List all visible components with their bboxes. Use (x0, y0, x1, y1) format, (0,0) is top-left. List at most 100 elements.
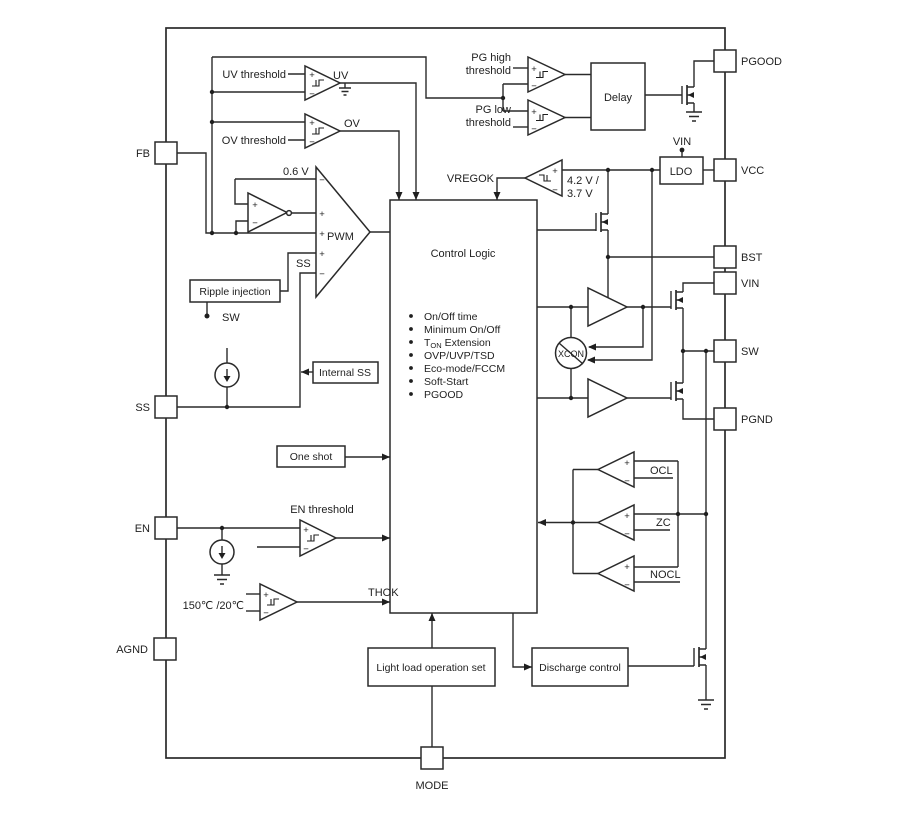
plus-sign: + (319, 249, 325, 260)
plus-sign: + (263, 590, 269, 601)
list-item: PGOOD (424, 389, 464, 401)
pin-pgood (713, 49, 737, 73)
discharge-control-label: Discharge control (539, 662, 621, 674)
thok-signal-label: THOK (368, 587, 399, 599)
plus-sign: + (552, 166, 558, 177)
wires (177, 56, 714, 747)
hysteresis-icon (312, 79, 324, 87)
hysteresis-icon (536, 70, 548, 79)
pin-label-fb: FB (136, 148, 150, 160)
minus-sign: − (319, 175, 325, 186)
internal-ss-block (312, 361, 379, 384)
wire-xcon-sense-vcc (588, 170, 653, 361)
hysteresis-icon (267, 598, 279, 606)
minus-sign: − (319, 269, 325, 280)
ripple-injection-block (189, 279, 281, 303)
wire-logic-to-discharge (512, 613, 532, 668)
minus-sign: − (531, 124, 537, 135)
wire-uv-out (340, 82, 417, 200)
en-threshold-label: EN threshold (290, 504, 354, 516)
ground-icon (698, 699, 714, 710)
wire-ss-net (177, 272, 316, 408)
pg-low-comparator (527, 98, 567, 137)
pg-low-threshold-label: PG low (476, 104, 512, 116)
polarity-signs: + − + − + − + − + − + − + − + − − + + + … (252, 64, 630, 619)
pin-mode (420, 746, 444, 770)
wire-vref-to-ea (234, 179, 248, 205)
pgood-mosfet-icon (681, 85, 694, 105)
pin-en (154, 516, 178, 540)
minus-sign: − (531, 81, 537, 92)
discharge-control-block (531, 647, 629, 687)
minus-sign: − (252, 218, 258, 229)
error-amplifier (247, 191, 293, 234)
pin-label-en: EN (135, 523, 150, 535)
current-source-icon (214, 362, 240, 388)
pin-vcc (713, 158, 737, 182)
current-source-icon (209, 539, 235, 565)
wire-ov-out (340, 130, 400, 200)
pin-label-mode: MODE (416, 780, 449, 792)
ov-signal-label: OV (344, 118, 361, 130)
pin-ss (154, 395, 178, 419)
internal-ss-label: Internal SS (319, 367, 371, 379)
sw-signal-label: SW (222, 312, 240, 324)
hysteresis-icon (539, 174, 551, 182)
pin-label-vin: VIN (741, 278, 759, 290)
low-side-driver (587, 377, 629, 419)
pg-high-threshold-label: PG high (471, 52, 511, 64)
delay-label: Delay (604, 92, 633, 104)
plus-sign: + (319, 229, 325, 240)
zc-signal-label: ZC (656, 517, 671, 529)
blocks (189, 62, 704, 687)
vcc-threshold-hi-label: 4.2 V / (567, 175, 600, 187)
minus-sign: − (552, 185, 558, 196)
pin-label-vcc: VCC (741, 165, 764, 177)
plus-sign: + (309, 118, 315, 129)
wire-ea-fb (235, 220, 248, 233)
plus-sign: + (624, 511, 630, 522)
pin-label-bst: BST (741, 252, 763, 264)
list-item: OVP/UVP/TSD (424, 350, 495, 362)
uv-threshold-label: UV threshold (222, 69, 286, 81)
comparators (247, 55, 635, 622)
wire-vin-pin (682, 282, 714, 292)
pin-sw (713, 339, 737, 363)
nocl-comparator (596, 554, 635, 593)
xcon-slash (558, 342, 584, 365)
pin-label-pgood: PGOOD (741, 56, 782, 68)
minus-sign: − (624, 580, 630, 591)
plus-sign: + (531, 107, 537, 118)
pg-high-comparator (527, 55, 567, 94)
pin-bst (713, 245, 737, 269)
pwm-comparator (315, 164, 371, 300)
hysteresis-icon (536, 113, 548, 122)
pg-high-threshold-label2: threshold (466, 65, 511, 77)
junction-dots (204, 89, 709, 531)
nocl-signal-label: NOCL (650, 569, 681, 581)
pwm-signal-label: PWM (327, 231, 354, 243)
vref-label: 0.6 V (283, 166, 309, 178)
pin-pgnd (713, 407, 737, 431)
ocl-comparator (596, 450, 635, 489)
high-side-driver (587, 286, 629, 328)
control-logic-title: Control Logic (431, 248, 496, 260)
high-side-mosfet-icon (670, 290, 683, 310)
pin-fb (154, 141, 178, 165)
mosfets (595, 85, 706, 667)
ripple-injection-label: Ripple injection (199, 286, 270, 298)
one-shot-label: One shot (290, 451, 333, 463)
discharge-mosfet-icon (693, 647, 706, 667)
chip-border (165, 27, 726, 759)
list-item-ton: TON Extension (424, 337, 491, 350)
labels: FB SS EN AGND PGOOD VCC BST VIN SW PGND … (116, 52, 782, 792)
inverter-bubble (285, 209, 293, 217)
ldo-block (659, 156, 704, 185)
low-side-mosfet-icon (670, 381, 683, 401)
pin-label-pgnd: PGND (741, 414, 773, 426)
ov-threshold-label: OV threshold (222, 135, 286, 147)
delay-block (590, 62, 646, 131)
pin-label-sw: SW (741, 346, 759, 358)
wire-vregok-out (496, 177, 525, 200)
